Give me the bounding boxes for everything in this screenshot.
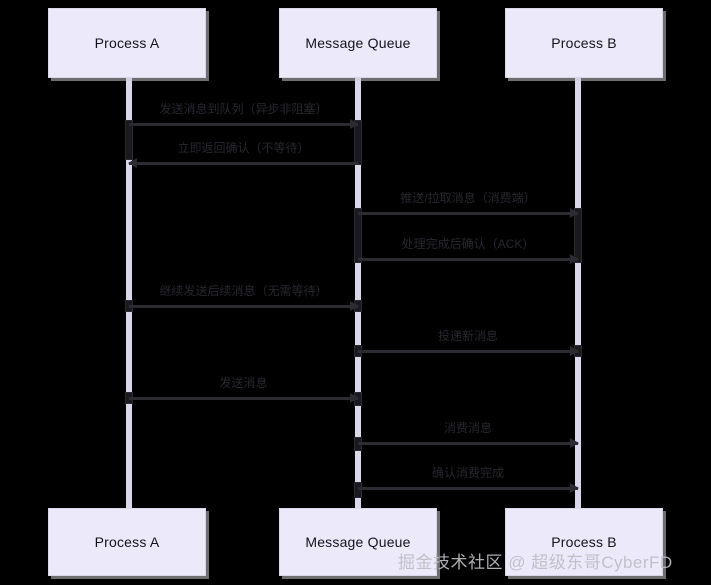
message-arrowhead (570, 346, 579, 356)
participant-label: Process A (94, 35, 160, 51)
message-label: 消费消息 (443, 421, 492, 435)
message-line (358, 212, 578, 215)
message-label: 推送/拉取消息（消费端） (400, 191, 536, 205)
message-label: 发送消息到队列（异步非阻塞） (159, 102, 328, 116)
message-arrowhead (570, 208, 579, 218)
message-arrowhead (128, 158, 137, 168)
message-label: 处理完成后确认（ACK） (401, 237, 535, 251)
message-line (358, 350, 578, 353)
message-label: 发送消息 (219, 376, 268, 390)
participant-label: Message Queue (305, 35, 411, 51)
message-line (358, 442, 578, 445)
lifeline-process-a (126, 78, 132, 508)
lifeline-process-b (575, 78, 581, 508)
participant-box-footer-message-queue[interactable]: Message Queue (279, 508, 437, 576)
message-label: 继续发送后续消息（无需等待） (159, 284, 328, 298)
participant-label: Process B (551, 35, 617, 51)
message-arrowhead (350, 301, 359, 311)
message-label: 投递新消息 (437, 329, 498, 343)
message-line (129, 123, 358, 126)
participant-label: Process B (551, 534, 617, 550)
message-line (358, 487, 578, 490)
message-label: 确认消费完成 (431, 466, 504, 480)
message-arrowhead (570, 438, 579, 448)
message-line (129, 305, 358, 308)
participant-box-footer-process-b[interactable]: Process B (505, 508, 663, 576)
participant-label: Message Queue (305, 534, 411, 550)
message-arrowhead (350, 119, 359, 129)
message-line (129, 162, 358, 165)
lifeline-message-queue (355, 78, 361, 508)
message-line (129, 397, 358, 400)
message-arrowhead (570, 483, 579, 493)
activation-bar-message-queue (354, 208, 362, 263)
participant-box-header-process-a[interactable]: Process A (48, 8, 206, 78)
message-line (358, 258, 578, 261)
participant-box-footer-process-a[interactable]: Process A (48, 508, 206, 576)
message-arrowhead (350, 393, 359, 403)
participant-box-header-message-queue[interactable]: Message Queue (279, 8, 437, 78)
participant-box-header-process-b[interactable]: Process B (505, 8, 663, 78)
activation-bar-message-queue (354, 482, 362, 498)
participant-label: Process A (94, 534, 160, 550)
message-label: 立即返回确认（不等待） (177, 141, 310, 155)
message-arrowhead (570, 254, 579, 264)
